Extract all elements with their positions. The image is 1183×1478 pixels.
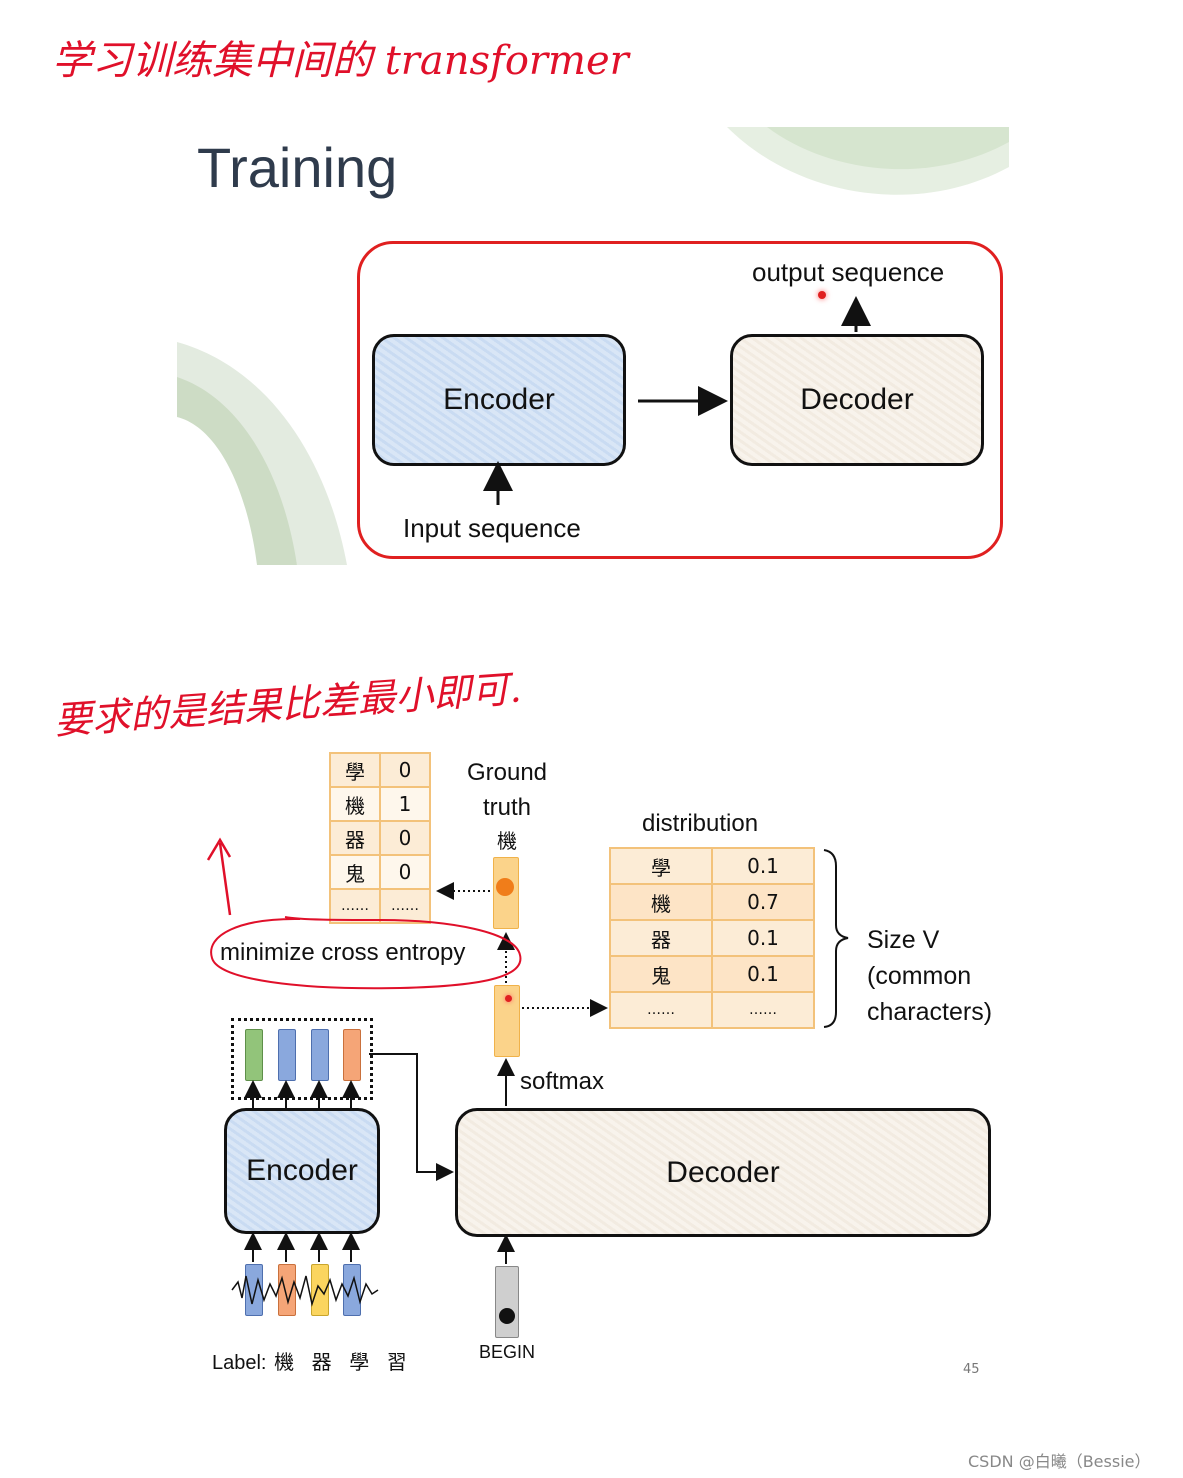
cross-entropy-label: minimize cross entropy: [220, 939, 466, 966]
encoder-label: Encoder: [246, 1154, 358, 1187]
table-cell: 0.7: [711, 883, 815, 921]
table-cell: ……: [379, 888, 431, 924]
distribution-label: distribution: [642, 810, 759, 837]
encoder-label: Encoder: [443, 383, 555, 416]
input-vector-yellow: [311, 1264, 329, 1316]
size-v-line1: Size V: [867, 926, 940, 954]
begin-label: BEGIN: [479, 1342, 536, 1362]
softmax-label: softmax: [520, 1068, 605, 1095]
table-cell: 器: [329, 820, 381, 856]
slide-training: Training output sequence Encoder Decoder…: [177, 127, 1009, 565]
label-char: 習: [386, 1352, 407, 1374]
label-char: 機: [274, 1352, 295, 1374]
encoder-block: Encoder: [372, 334, 626, 466]
slide-title: Training: [197, 136, 398, 199]
page-number: 45: [963, 1362, 980, 1377]
begin-dot-icon: [499, 1308, 515, 1324]
ground-truth-char: 機: [497, 831, 517, 853]
table-cell: 機: [609, 883, 713, 921]
decorative-swoosh-graphic: [177, 127, 1009, 565]
label-row: Label: 機 器 學 習: [212, 1346, 407, 1375]
output-sequence-label: output sequence: [752, 257, 945, 287]
table-cell: 鬼: [329, 854, 381, 890]
laser-pointer-dot: [818, 291, 826, 299]
decoder-block: Decoder: [455, 1108, 991, 1237]
decoder-block: Decoder: [730, 334, 984, 466]
table-cell: 學: [329, 752, 381, 788]
table-cell: 0.1: [711, 955, 815, 993]
table-cell: 1: [379, 786, 431, 822]
size-v-line2: (common: [867, 962, 972, 990]
handwritten-note-top: 学习训练集中间的 transformer: [52, 38, 629, 84]
table-row: …………: [609, 991, 815, 1029]
ground-truth-label-line1: Ground: [466, 759, 548, 786]
input-vector-blue: [343, 1264, 361, 1316]
encoder-output-box: [231, 1018, 373, 1100]
table-cell: 學: [609, 847, 713, 885]
table-cell: 0: [379, 854, 431, 890]
table-cell: 機: [329, 786, 381, 822]
table-row: …………: [329, 888, 431, 924]
decoder-label: Decoder: [800, 383, 914, 416]
input-vector-blue: [245, 1264, 263, 1316]
input-sequence-label: Input sequence: [403, 513, 581, 543]
ground-truth-dot-icon: [496, 878, 514, 896]
watermark: CSDN @白曦（Bessie）: [968, 1452, 1151, 1471]
label-char: 學: [349, 1352, 370, 1374]
size-v-line3: characters): [867, 998, 993, 1026]
table-cell: 0.1: [711, 847, 815, 885]
table-cell: 0.1: [711, 919, 815, 957]
table-cell: 0: [379, 820, 431, 856]
slide1-arrows: [483, 296, 871, 505]
table-cell: 器: [609, 919, 713, 957]
table-cell: 鬼: [609, 955, 713, 993]
ground-truth-label-line2: truth: [482, 794, 532, 821]
label-prefix: Label:: [212, 1352, 267, 1374]
size-v-label: Size V (common characters): [867, 922, 992, 1030]
handwritten-arrow-icon: [206, 837, 232, 916]
table-cell: ……: [711, 991, 815, 1029]
encoder-block: Encoder: [224, 1108, 380, 1234]
decoder-label: Decoder: [666, 1155, 780, 1189]
table-cell: ……: [329, 888, 381, 924]
laser-pointer-dot: [505, 995, 512, 1002]
table-cell: ……: [609, 991, 713, 1029]
ground-truth-label: Ground truth 機: [462, 755, 552, 860]
table-cell: 0: [379, 752, 431, 788]
training-frame: [357, 241, 1003, 559]
begin-token-vector: [495, 1266, 519, 1338]
label-char: 器: [311, 1352, 332, 1374]
